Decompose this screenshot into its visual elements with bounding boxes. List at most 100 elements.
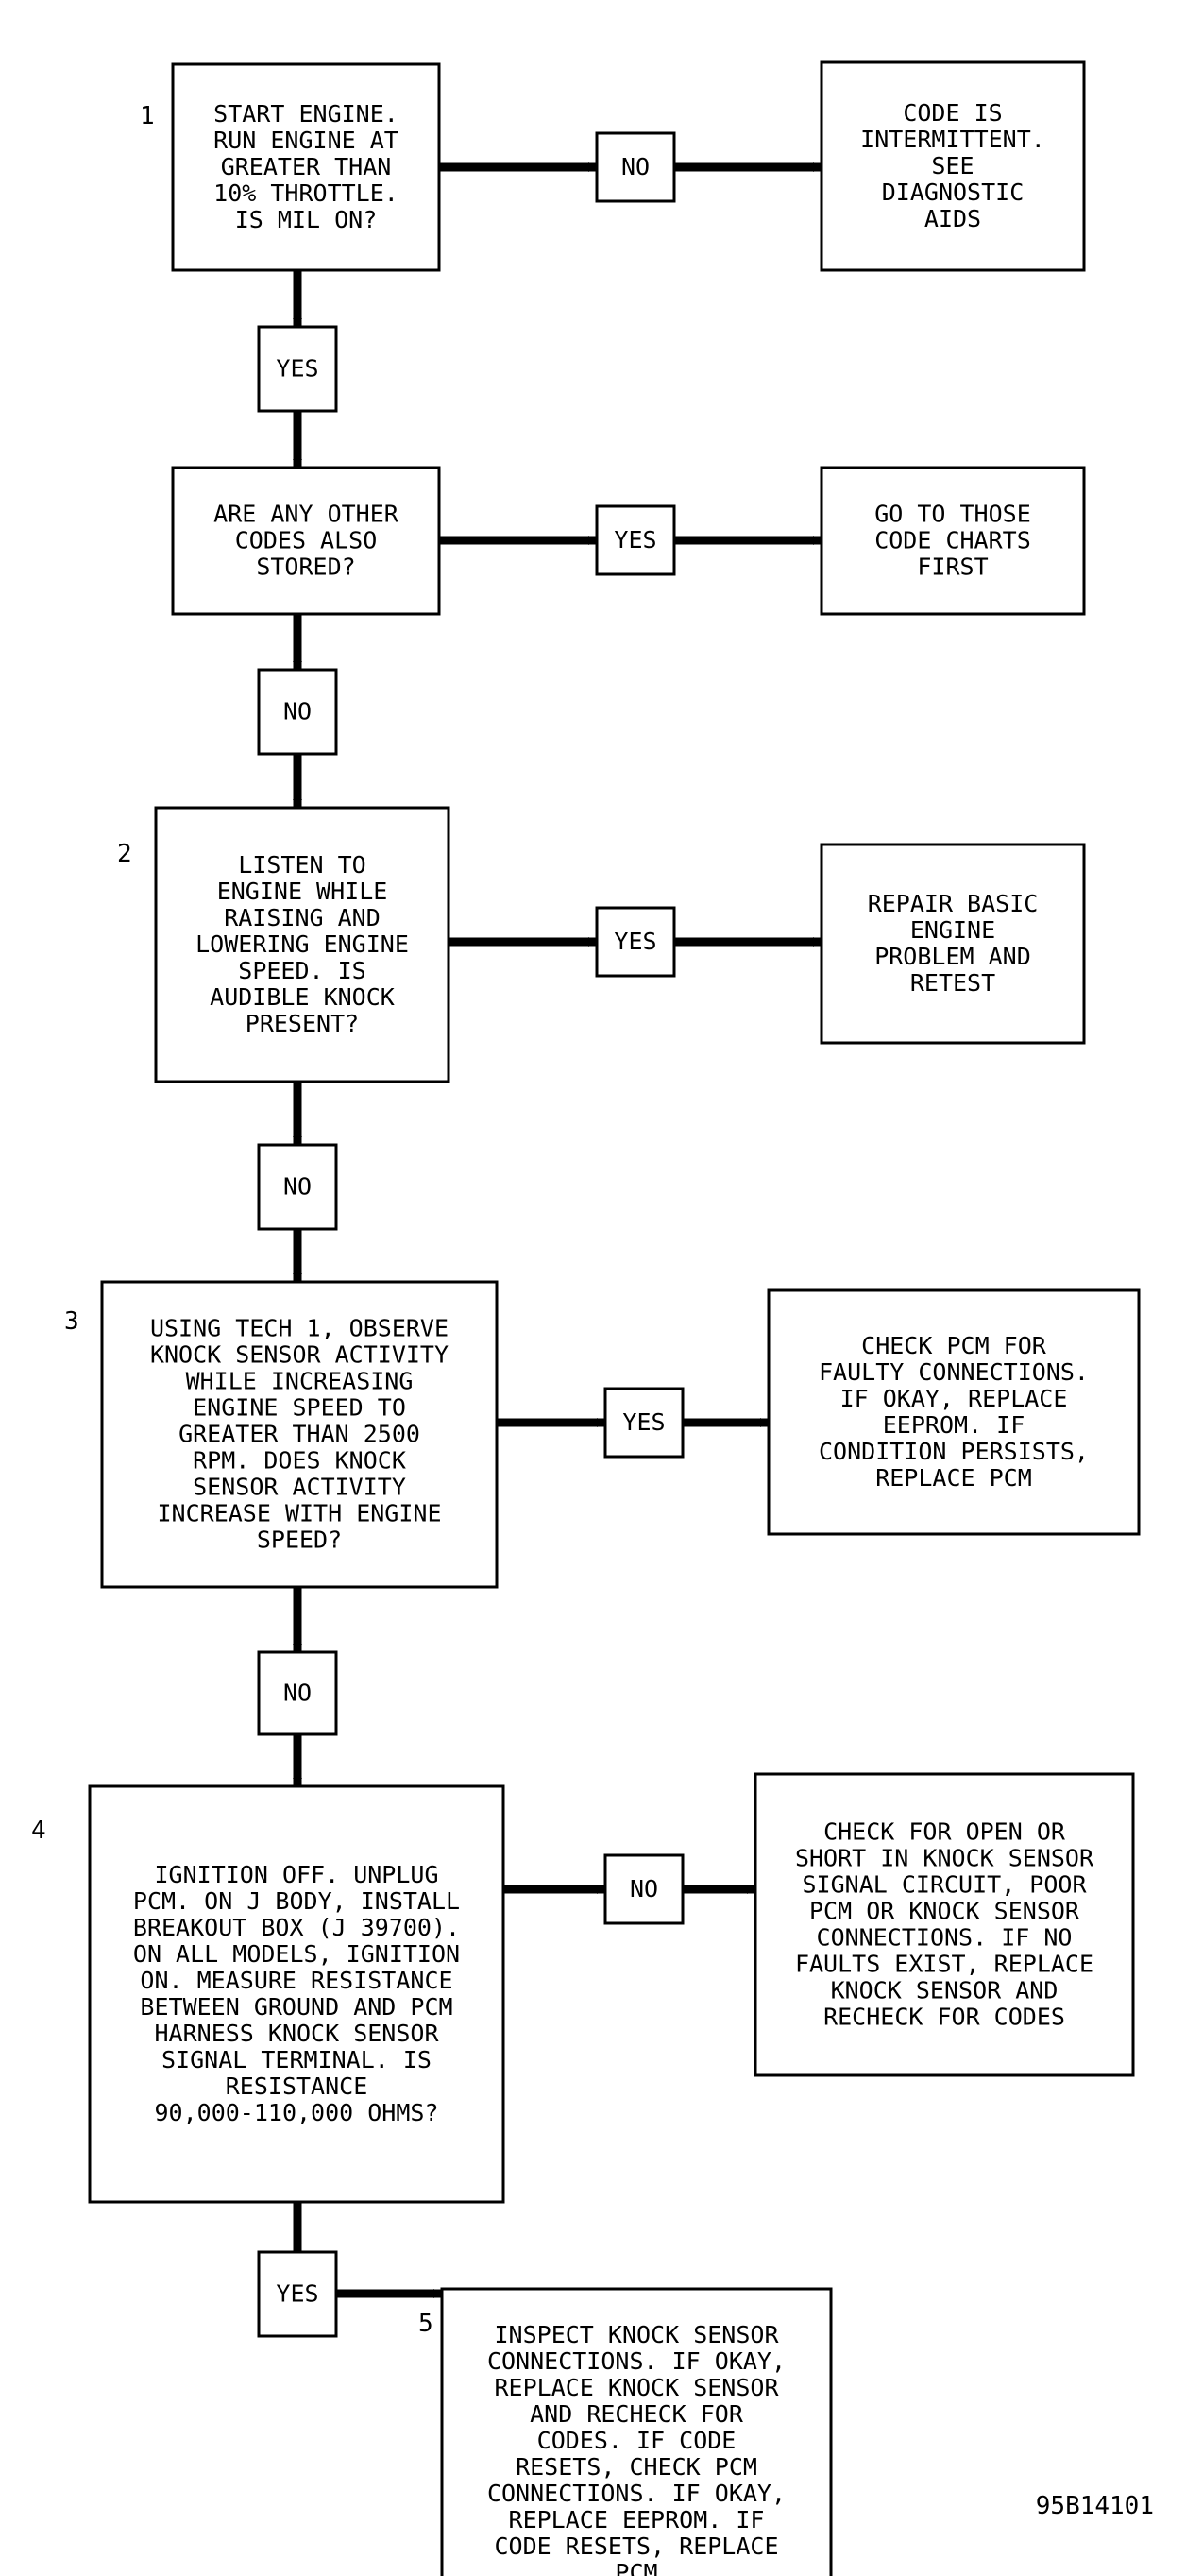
outcome-box-2 [820,466,1086,616]
outcome-box-text: FAULTS EXIST, REPLACE [795,1951,1093,1978]
step-number: 4 [31,1817,46,1845]
step-box-text: REPLACE EEPROM. IF [509,2506,765,2533]
decision-label: NO [621,153,650,180]
outcome-box-text: CHECK FOR OPEN OR [823,1818,1066,1846]
step-number: 1 [140,102,155,130]
outcome-box-text: SIGNAL CIRCUIT, POOR [802,1871,1087,1899]
step-box-text: PCM [615,2559,657,2576]
decision-label: NO [283,1173,312,1201]
decision-label-box [595,131,676,203]
step-box-text: CONNECTIONS. IF OKAY, [487,2347,786,2375]
outcome-box-text: SHORT IN KNOCK SENSOR [795,1845,1094,1872]
step-box-text: IS MIL ON? [235,206,378,233]
outcome-box-text: PROBLEM AND [874,943,1031,970]
step-box-text: ON ALL MODELS, IGNITION [133,1940,460,1968]
decision-label-box [257,2250,338,2338]
step-number: 2 [117,840,132,868]
step-box-text: ENGINE WHILE [217,878,388,905]
outcome-box-text: INTERMITTENT. [860,126,1045,153]
step-box-text: RESETS, CHECK PCM [516,2453,757,2481]
step-box-text: SPEED. IS [238,957,365,984]
step-box-text: PCM. ON J BODY, INSTALL [133,1887,460,1915]
decision-label: NO [283,1680,312,1707]
step-box-text: INSPECT KNOCK SENSOR [494,2321,779,2348]
step-number: 3 [64,1307,79,1336]
step-box-text: BETWEEN GROUND AND PCM [140,1993,452,2021]
step-box-text: WHILE INCREASING [186,1368,414,1395]
outcome-box-text: CODE IS [903,99,1002,127]
step-box-text: SENSOR ACTIVITY [193,1474,406,1501]
step-box-text: RUN ENGINE AT [213,127,398,154]
outcome-box-text: FIRST [917,554,988,581]
step-box-text: IGNITION OFF. UNPLUG [154,1861,438,1888]
outcome-box-4 [767,1288,1141,1536]
outcome-box-text: CODE CHARTS [874,527,1031,554]
step-box-text: CONNECTIONS. IF OKAY, [487,2480,786,2507]
decision-label: YES [622,1408,665,1436]
step-box-5 [88,1784,505,2204]
step-box-3 [154,806,450,1083]
step-box-text: USING TECH 1, OBSERVE [150,1315,449,1342]
decision-label-box [603,1387,685,1459]
outcome-box-text: ENGINE [910,916,995,944]
step-box-text: RESISTANCE [226,2073,368,2100]
step-box-text: INCREASE WITH ENGINE [157,1500,441,1527]
outcome-box-3 [820,843,1086,1045]
decision-label: YES [614,526,656,554]
step-box-text: START ENGINE. [213,100,398,128]
outcome-box-5 [754,1772,1135,2077]
step-box-text: ENGINE SPEED TO [193,1394,406,1422]
step-box-1 [171,62,441,272]
step-box-text: AND RECHECK FOR [530,2400,744,2428]
decision-label-box [595,504,676,576]
step-box-text: LOWERING ENGINE [195,930,409,958]
step-box-text: SIGNAL TERMINAL. IS [161,2046,432,2073]
outcome-box-text: IF OKAY, REPLACE [840,1385,1068,1412]
outcome-box-text: AIDS [924,205,981,232]
outcome-box-text: CONNECTIONS. IF NO [817,1924,1073,1952]
outcome-box-text: REPLACE PCM [875,1464,1032,1492]
step-box-text: BREAKOUT BOX (J 39700). [133,1914,460,1941]
step-box-text: LISTEN TO [238,851,365,879]
decision-label: YES [276,2280,318,2308]
step-box-6 [440,2287,833,2576]
decision-label-box [257,1650,338,1736]
step-box-text: 90,000-110,000 OHMS? [154,2099,438,2126]
step-box-text: ARE ANY OTHER [213,501,399,528]
flow-connectors [293,162,822,2298]
step-box-text: RPM. DOES KNOCK [193,1447,406,1475]
decision-label-box [257,668,338,756]
step-box-text: SPEED? [257,1527,342,1554]
outcome-box-text: RETEST [910,969,995,997]
step-box-text: AUDIBLE KNOCK [210,983,395,1011]
decision-label-box [595,906,676,978]
decision-label: NO [630,1875,658,1902]
step-box-text: CODES. IF CODE [537,2427,737,2454]
outcome-box-text: DIAGNOSTIC [882,179,1025,206]
outcome-box-text: SEE [931,152,974,179]
outcome-box-text: GO TO THOSE [874,501,1031,528]
step-box-text: KNOCK SENSOR ACTIVITY [150,1341,449,1369]
outcome-box-text: REPAIR BASIC [868,890,1039,917]
outcome-box-1 [820,60,1086,272]
step-box-text: STORED? [256,554,355,581]
outcome-box-text: PCM OR KNOCK SENSOR [809,1898,1080,1925]
step-box-text: CODE RESETS, REPLACE [494,2533,778,2560]
step-box-text: ON. MEASURE RESISTANCE [140,1967,452,1994]
step-box-4 [100,1280,499,1589]
decision-label-box [257,325,338,413]
step-box-text: CODES ALSO [235,527,378,554]
step-box-text: REPLACE KNOCK SENSOR [494,2374,779,2401]
outcome-box-text: CHECK PCM FOR [861,1332,1047,1359]
outcome-box-text: EEPROM. IF [883,1411,1025,1439]
step-number: 5 [418,2310,433,2338]
outcome-box-text: CONDITION PERSISTS, [819,1438,1089,1465]
outcome-box-text: FAULTY CONNECTIONS. [819,1358,1089,1386]
step-box-2 [171,466,441,616]
decision-label-box [603,1853,685,1925]
outcome-box-text: RECHECK FOR CODES [823,2004,1065,2031]
step-box-text: GREATER THAN 2500 [178,1421,420,1448]
step-box-text: 10% THROTTLE. [213,179,398,207]
